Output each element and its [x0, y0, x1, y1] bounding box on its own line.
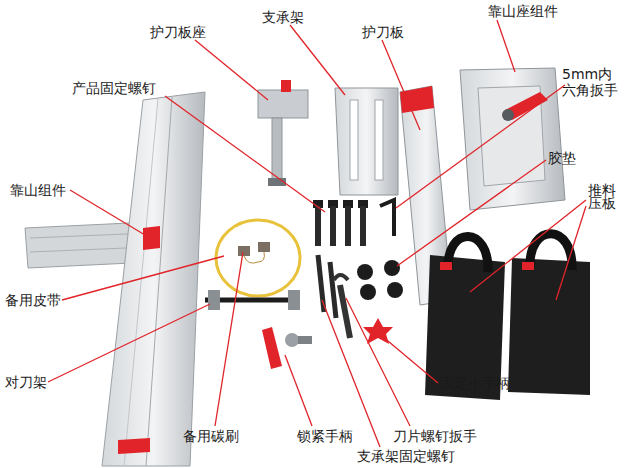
support-frame-part [335, 88, 398, 195]
part-label: 靠山组件 [10, 182, 66, 198]
part-label: 胶垫 [548, 150, 576, 166]
part-label: 靠山座组件 [488, 3, 558, 19]
screws-part [360, 206, 366, 246]
push-blocks-part [508, 258, 590, 395]
guard-seat [258, 80, 308, 186]
part-label: 5mm内 六角扳手 [562, 66, 624, 98]
lock-handle-part [298, 336, 312, 344]
leader-lines-part [322, 300, 380, 447]
screws-part [315, 206, 321, 246]
leader-lines-part [285, 355, 312, 426]
part-label: 对刀架 [5, 374, 47, 390]
fence-assembly-part [146, 97, 172, 466]
part-label: 推料 压板 [588, 184, 620, 210]
belt-and-brushes-part [244, 252, 264, 263]
fence-assembly-part [102, 92, 205, 466]
part-label: 备用皮带 [5, 292, 61, 308]
support-frame-part [350, 100, 358, 180]
part-label: 锁紧手柄 [297, 428, 353, 444]
fence-assembly [25, 92, 205, 466]
leader-lines-part [396, 85, 565, 208]
belt-and-brushes [216, 220, 300, 296]
part-label: 支承架 [262, 9, 304, 25]
push-blocks-part [522, 262, 534, 270]
hex-wrench [380, 200, 394, 236]
blade-jig-part [208, 290, 220, 310]
leader-lines-part [165, 96, 325, 212]
part-label: 刀片螺钉扳手 [393, 428, 477, 444]
fence-seat-assembly-part [502, 109, 514, 121]
wrenches-part [330, 262, 336, 318]
blade-jig [205, 290, 300, 310]
hex-wrench-part [380, 200, 394, 236]
leader-lines-part [382, 40, 420, 130]
part-label: 备用碳刷 [183, 428, 239, 444]
guard-seat-part [272, 118, 282, 182]
leader-lines-part [497, 20, 515, 72]
rubber-pads [357, 260, 403, 300]
rubber-pads-part [357, 264, 373, 280]
wrenches-part [334, 275, 348, 280]
guard-seat-part [258, 90, 308, 118]
leader-lines-part [70, 190, 150, 238]
rubber-pads-part [360, 284, 376, 300]
leader-lines-part [556, 206, 586, 300]
leader-lines-part [470, 200, 586, 292]
leader-lines-part [382, 336, 438, 383]
guard-seat-part [281, 80, 291, 92]
part-label: 护刀板 [362, 24, 404, 40]
part-label: 固定小手柄 [440, 375, 510, 391]
part-label: 支承架固定螺钉 [357, 448, 455, 464]
belt-and-brushes-part [238, 246, 250, 256]
rubber-pads-part [384, 260, 400, 276]
guard-plate-part [400, 86, 434, 113]
fence-assembly-part [124, 99, 158, 466]
fence-assembly-part [143, 226, 160, 250]
fence-assembly-part [118, 438, 150, 454]
leader-lines [48, 20, 586, 447]
push-blocks-part [440, 262, 452, 270]
push-blocks-part [448, 236, 488, 272]
lock-handle [262, 327, 312, 369]
leader-lines-part [290, 25, 345, 95]
screws [313, 200, 368, 246]
screws-part [330, 206, 336, 246]
belt-and-brushes-part [258, 242, 270, 252]
leader-lines-part [48, 304, 210, 382]
wrenches-part [340, 285, 350, 338]
belt-and-brushes-part [216, 220, 300, 296]
leader-lines-part [195, 40, 268, 100]
part-label: 产品固定螺钉 [72, 80, 156, 96]
lock-handle-part [262, 327, 282, 369]
rubber-pads-part [387, 282, 403, 298]
screws-part [345, 206, 351, 246]
blade-jig-part [288, 290, 300, 310]
wrenches [318, 255, 350, 338]
push-blocks [425, 234, 590, 400]
leader-lines-part [215, 252, 243, 426]
support-frame [335, 88, 398, 195]
fence-seat-assembly [460, 68, 565, 210]
part-label: 护刀板座 [150, 24, 206, 40]
leader-lines-part [346, 298, 410, 426]
support-frame-part [375, 100, 383, 180]
lock-handle-part [285, 333, 299, 347]
leader-lines-part [62, 256, 224, 300]
fence-seat-assembly-part [460, 68, 565, 210]
